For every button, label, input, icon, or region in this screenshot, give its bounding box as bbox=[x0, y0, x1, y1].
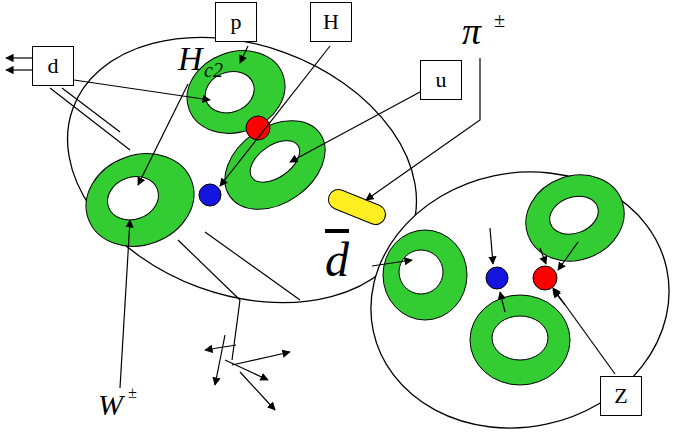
symbol-label: c2 bbox=[204, 60, 223, 80]
symbol-label: ± bbox=[128, 385, 137, 401]
blue-dot bbox=[486, 267, 508, 289]
ring bbox=[208, 102, 342, 227]
box-letter: H bbox=[323, 11, 339, 33]
ring bbox=[470, 295, 570, 385]
symbol-label: π bbox=[462, 12, 481, 50]
box-letter: u bbox=[436, 69, 447, 91]
label-box: d bbox=[32, 46, 74, 86]
ring bbox=[514, 161, 637, 274]
box-letter: Z bbox=[614, 385, 627, 407]
leader-lines bbox=[6, 46, 615, 410]
box-letter: d bbox=[48, 55, 59, 77]
blue-dot bbox=[199, 184, 221, 206]
symbol-label: W bbox=[98, 390, 123, 420]
label-box: u bbox=[420, 60, 462, 100]
label-box: Z bbox=[600, 376, 642, 416]
symbol-label: d bbox=[325, 236, 349, 284]
red-dot bbox=[533, 266, 557, 290]
symbol-label: H bbox=[178, 42, 203, 76]
guide-lines bbox=[50, 88, 300, 360]
box-letter: p bbox=[231, 11, 242, 33]
pion-bar bbox=[325, 186, 388, 227]
ring bbox=[73, 139, 207, 261]
red-dot bbox=[246, 116, 270, 140]
label-box: p bbox=[215, 2, 257, 42]
symbol-label: ± bbox=[494, 10, 505, 30]
label-box: H bbox=[310, 2, 352, 42]
right-cell bbox=[347, 145, 674, 439]
ring bbox=[383, 230, 467, 320]
